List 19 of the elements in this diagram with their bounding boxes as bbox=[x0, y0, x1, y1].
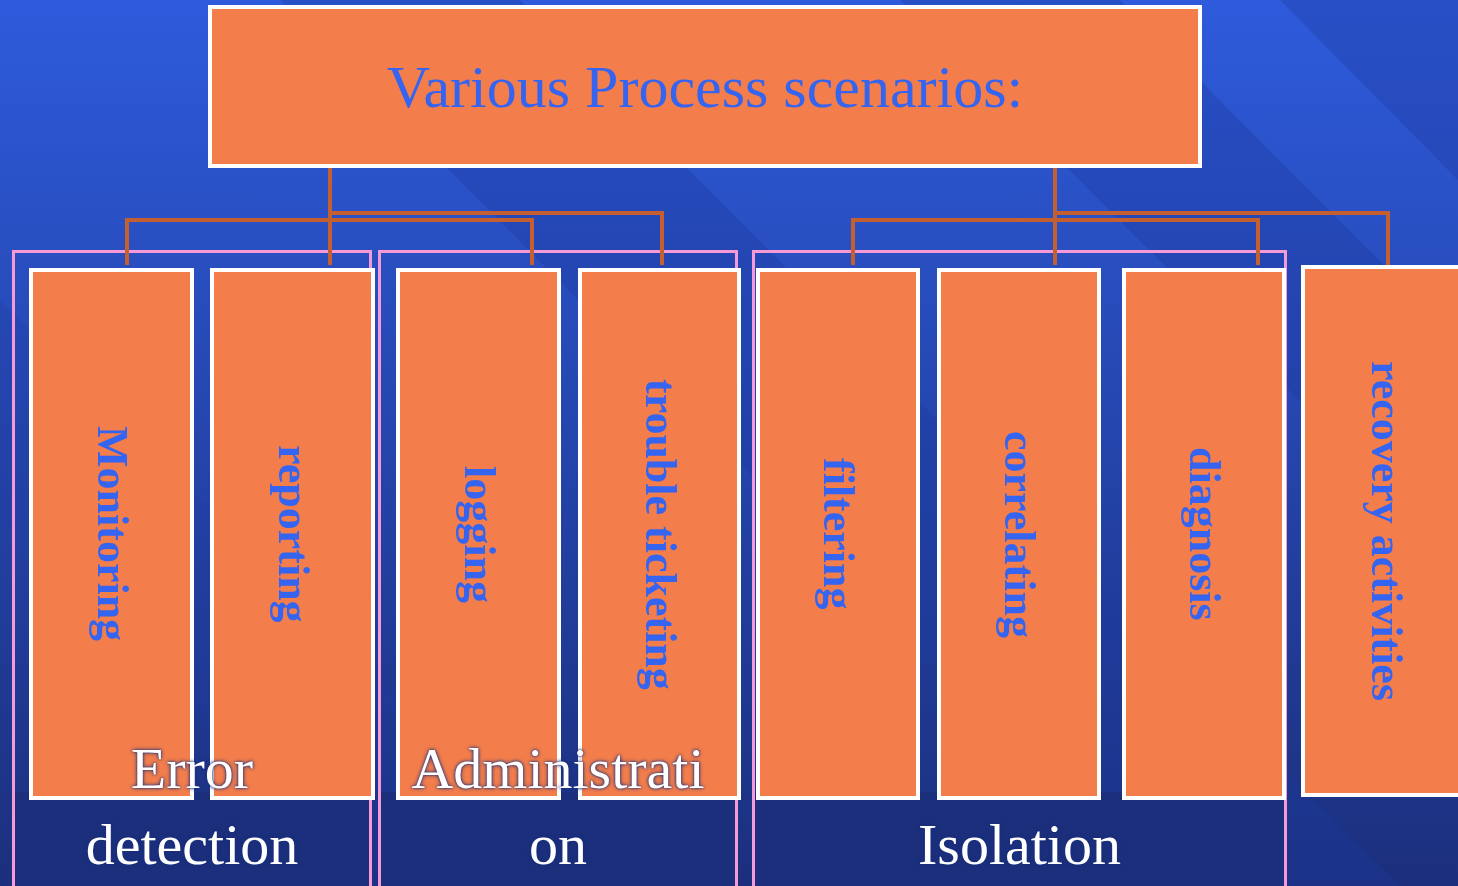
process-label: filtering bbox=[816, 458, 860, 610]
process-label: Monitoring bbox=[89, 426, 134, 642]
group-label: Isolation bbox=[917, 811, 1122, 879]
process-label: logging bbox=[456, 465, 501, 603]
title-box bbox=[208, 5, 1202, 168]
process-box bbox=[937, 268, 1101, 800]
process-box bbox=[756, 268, 920, 800]
group-frame bbox=[752, 250, 1287, 886]
process-label: reporting bbox=[270, 445, 315, 623]
process-box bbox=[1301, 265, 1458, 797]
process-label: trouble ticketing bbox=[637, 378, 682, 690]
title-text: Various Process scenarios: bbox=[386, 56, 1024, 117]
group-frame bbox=[378, 250, 738, 886]
process-label: correlating bbox=[997, 430, 1041, 638]
process-box bbox=[1122, 268, 1286, 800]
process-label: recovery activities bbox=[1364, 361, 1408, 701]
process-label: diagnosis bbox=[1182, 447, 1226, 621]
group-frame bbox=[12, 250, 372, 886]
connector-line bbox=[1053, 168, 1390, 265]
